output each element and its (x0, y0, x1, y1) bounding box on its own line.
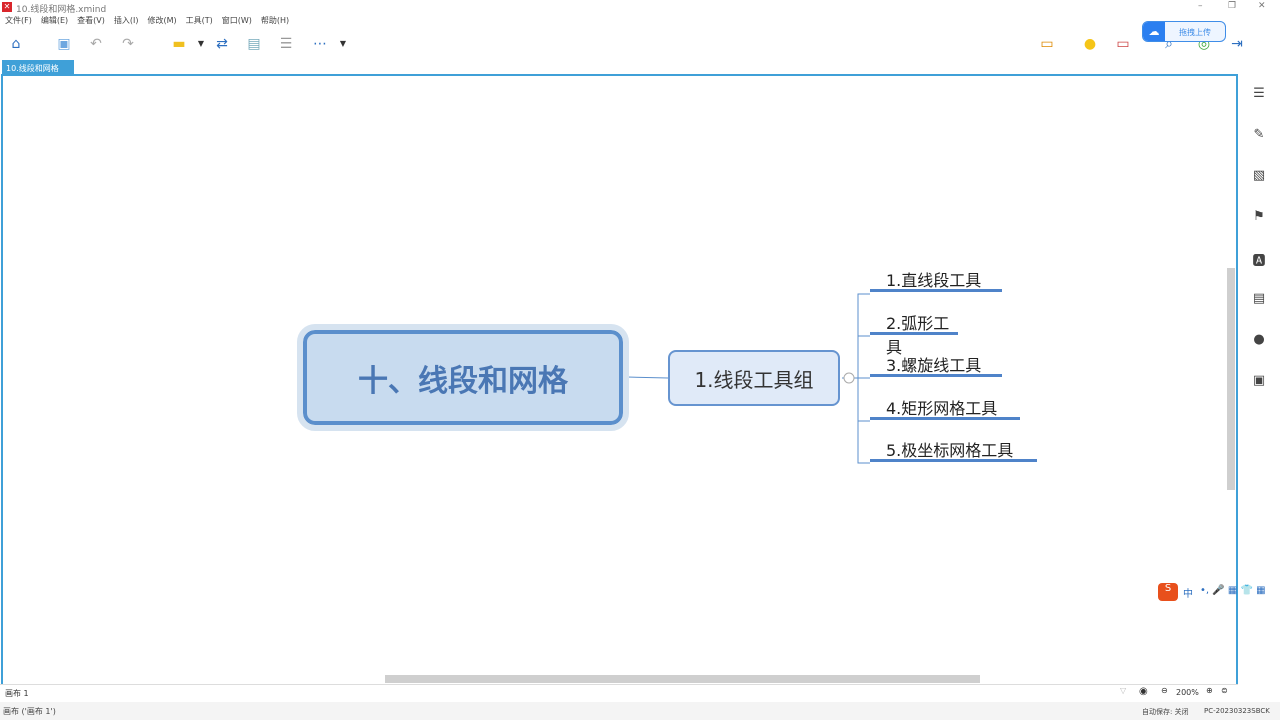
idea-bulb-icon[interactable]: ● (1083, 36, 1097, 52)
structure-icon[interactable]: ☰ (279, 36, 293, 52)
upload-label: 拖拽上传 (1179, 28, 1211, 37)
export-icon[interactable]: ⇥ (1231, 36, 1243, 52)
ime-icons[interactable]: •, 🎤 ▦ 👕 ▦ (1200, 585, 1266, 596)
title-bar: ✕ 10.线段和网格.xmind – ❐ ✕ (0, 0, 1280, 15)
image-icon[interactable]: ▧ (1252, 168, 1266, 183)
topic-style-icon[interactable]: ▬ (172, 36, 186, 52)
menu-file[interactable]: 文件(F) (5, 16, 32, 25)
tab-label: 10.线段和网格 (6, 64, 59, 73)
right-panel: ☰ ✎ ▧ ⚑ 🅰 ▤ ● ▣ (1240, 74, 1280, 704)
notes-icon[interactable]: ▤ (1252, 291, 1266, 306)
task-icon[interactable]: ▣ (1252, 373, 1266, 388)
autosave-status[interactable]: 自动保存: 关闭 (1142, 708, 1189, 716)
save-icon[interactable]: ▣ (57, 36, 71, 52)
ime-language[interactable]: 中 (1183, 589, 1193, 600)
close-button[interactable]: ✕ (1258, 1, 1266, 11)
central-topic[interactable]: 十、线段和网格 (297, 324, 629, 431)
comment-icon[interactable]: ● (1253, 332, 1265, 347)
format-brush-icon[interactable]: ✎ (1253, 127, 1265, 142)
vertical-scrollbar[interactable] (1227, 268, 1235, 490)
menu-tools[interactable]: 工具(T) (185, 16, 213, 25)
minimize-button[interactable]: – (1198, 1, 1203, 11)
zoom-in-icon[interactable]: ⊕ (1206, 686, 1213, 695)
font-icon[interactable]: 🅰 (1252, 254, 1266, 269)
zoom-out-icon[interactable]: ⊖ (1161, 686, 1168, 695)
toolbar: ⌂ ▣ ↶ ↷ ▬ ▼ ⇄ ▤ ☰ ⋯ ▼ ▭ ● ▭ ⌕ ◎ ⇥ ☁ 拖拽上传 (0, 21, 1280, 58)
status-sheet: 画布 ('画布 1') (3, 707, 56, 716)
menu-bar: 文件(F) 编辑(E) 查看(V) 插入(I) 修改(M) 工具(T) 窗口(W… (0, 15, 289, 29)
outline-view-icon[interactable]: ▭ (1116, 36, 1130, 52)
fit-icon[interactable]: ⊜ (1221, 686, 1228, 695)
menu-modify[interactable]: 修改(M) (147, 16, 177, 25)
leaf-topic[interactable]: 5.极坐标网格工具 (870, 437, 1037, 462)
zoom-level: 200% (1176, 688, 1199, 697)
sogou-logo-icon: S (1158, 583, 1178, 601)
cloud-icon: ☁ (1143, 22, 1165, 41)
upload-button[interactable]: ☁ 拖拽上传 (1142, 21, 1226, 42)
eye-icon[interactable]: ◉ (1139, 686, 1148, 697)
status-bar: 画布 ('画布 1') 自动保存: 关闭 PC-20230323SBCK (0, 702, 1280, 720)
collapse-toggle-icon (843, 372, 855, 384)
window-title: 10.线段和网格.xmind (16, 5, 107, 15)
sheet-bar: 画布 1 ▽ ◉ ⊖ 200% ⊕ ⊜ (0, 684, 1238, 700)
leaf-topic[interactable]: 3.螺旋线工具 (870, 352, 1002, 377)
dropdown-icon[interactable]: ▼ (339, 39, 347, 48)
summary-boundary-icon[interactable]: ▤ (247, 36, 261, 52)
leaf-topic[interactable]: 1.直线段工具 (870, 267, 1002, 292)
leaf-topic[interactable]: 2.弧形工具 (870, 310, 958, 357)
search-icon[interactable]: ⌕ (1165, 36, 1173, 52)
menu-insert[interactable]: 插入(I) (113, 16, 139, 25)
horizontal-scrollbar[interactable] (385, 675, 980, 683)
more-icon[interactable]: ⋯ (313, 36, 327, 52)
redo-icon[interactable]: ↷ (122, 36, 134, 52)
menu-window[interactable]: 窗口(W) (221, 16, 252, 25)
undo-icon[interactable]: ↶ (90, 36, 102, 52)
menu-edit[interactable]: 编辑(E) (40, 16, 69, 25)
restore-button[interactable]: ❐ (1228, 1, 1237, 11)
relationship-icon[interactable]: ⇄ (216, 36, 228, 52)
subtopic[interactable]: 1.线段工具组 (668, 350, 840, 406)
dropdown-icon[interactable]: ▼ (197, 39, 205, 48)
tab-document[interactable]: 10.线段和网格 × (2, 60, 74, 83)
ime-toolbar[interactable]: S 中 •, 🎤 ▦ 👕 ▦ (1158, 583, 1278, 601)
presentation-icon[interactable]: ▭ (1040, 36, 1054, 52)
menu-help[interactable]: 帮助(H) (260, 16, 290, 25)
pc-name: PC-20230323SBCK (1204, 707, 1270, 715)
sheet-tab[interactable]: 画布 1 (5, 689, 29, 698)
home-icon[interactable]: ⌂ (11, 36, 21, 52)
filter-icon[interactable]: ▽ (1120, 686, 1127, 695)
flag-marker-icon[interactable]: ⚑ (1253, 209, 1265, 224)
app-logo-icon: ✕ (2, 2, 12, 12)
outline-icon[interactable]: ☰ (1253, 86, 1265, 101)
tab-close-icon[interactable]: × (10, 74, 17, 83)
menu-view[interactable]: 查看(V) (77, 16, 105, 25)
leaf-topic[interactable]: 4.矩形网格工具 (870, 395, 1020, 420)
